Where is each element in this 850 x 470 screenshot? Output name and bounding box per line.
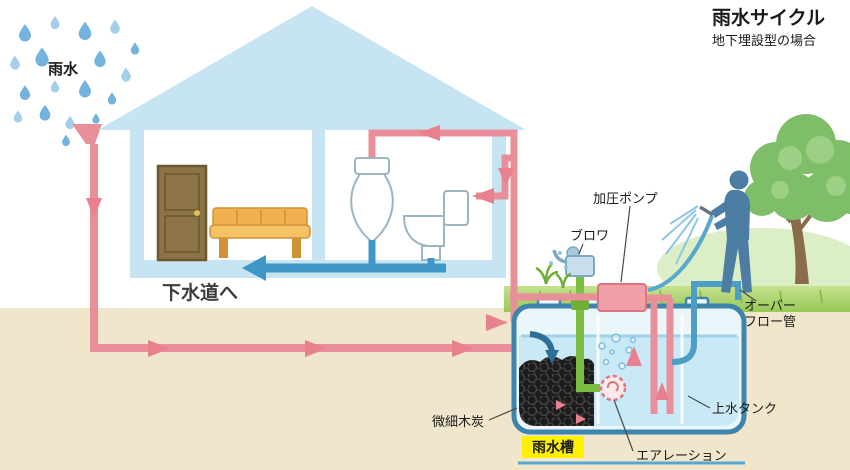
label-overflow-1: オーバー [744,298,796,313]
aeration-device [599,374,627,402]
page-title: 雨水サイクル [712,7,825,29]
hose-nozzle [699,205,714,217]
garden-hose [549,205,714,292]
sewer-arrow [242,255,266,281]
air-pipe [571,268,600,392]
flow-arrows-supply [418,125,514,204]
inlet-arrow [529,331,559,364]
house [98,6,526,322]
leader-lines [488,205,757,452]
label-blower: ブロワ [570,228,609,243]
charcoal-bed [519,356,594,426]
gutter-funnel [72,124,102,144]
toilet [402,190,469,261]
roof [98,6,526,130]
water-spray [661,205,699,265]
label-rainwater-tank: 雨水槽 [532,439,574,455]
rainwater-tank-highlight [522,436,584,458]
overflow-pipe [671,281,741,365]
label-to-sewer: 下水道へ [162,281,238,304]
tree [744,114,850,284]
rain-downpipe [72,124,516,357]
pressure-pump-unit [597,283,647,312]
storage-tank [511,268,747,435]
person-watering [711,170,752,293]
label-fine-charcoal: 微細木炭 [432,414,484,429]
blower-unit [552,246,595,277]
spray-drops [549,251,568,269]
label-overflow-2: フロー管 [744,314,796,329]
label-aeration: エアレーション [636,448,727,463]
page-subtitle: 地下埋設型の場合 [712,33,816,48]
sewer-pipe [242,240,446,281]
label-clean-water-tank: 上水タンク [712,401,777,416]
pump-pipes [646,294,674,414]
door [156,164,208,262]
aeration-bubbles [598,333,637,370]
flow-arrows-up [626,346,669,400]
label-rain: 雨水 [48,60,79,78]
garden-plants [535,263,572,289]
bench [209,207,311,258]
door-knob [194,210,200,216]
label-pressure-pump: 加圧ポンプ [593,191,658,206]
flow-arrows-underground [86,198,508,357]
tank-dividers [596,314,684,424]
